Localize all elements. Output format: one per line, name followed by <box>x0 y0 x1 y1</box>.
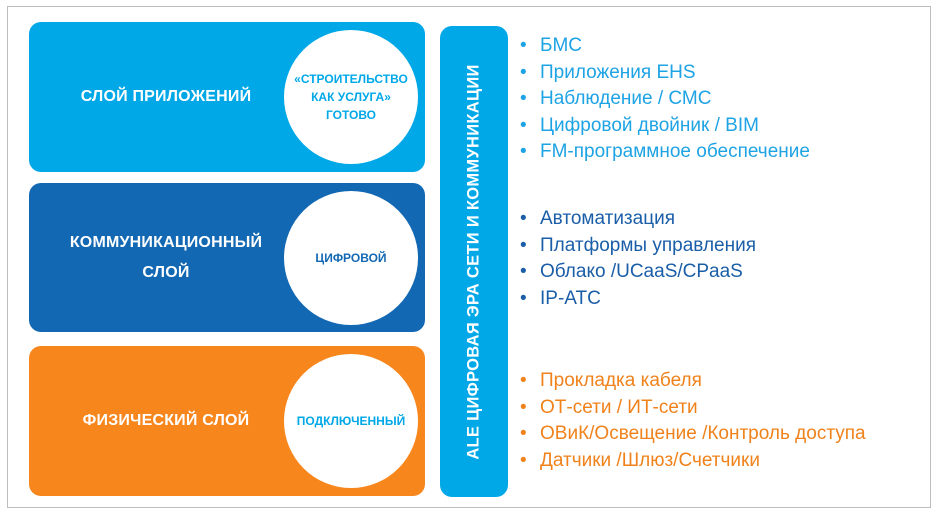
list-item: Приложения EHS <box>520 60 810 87</box>
application-layer-band: СЛОЙ ПРИЛОЖЕНИЙ «СТРОИТЕЛЬСТВО КАК УСЛУГ… <box>29 22 425 172</box>
ale-pillar: ALE ЦИФРОВАЯ ЭРА СЕТИ И КОММУНИКАЦИИ <box>440 26 508 497</box>
list-item: БМС <box>520 33 810 60</box>
list-item: ОВиК/Освещение /Контроль доступа <box>520 421 866 448</box>
physical-list: Прокладка кабеля ОТ-сети / ИТ-сети ОВиК/… <box>520 368 866 474</box>
list-item: Автоматизация <box>520 206 756 233</box>
communication-layer-band: КОММУНИКАЦИОННЫЙ СЛОЙ ЦИФРОВОЙ <box>29 183 425 332</box>
list-item: Цифровой двойник / BIM <box>520 113 810 140</box>
communication-layer-circle: ЦИФРОВОЙ <box>284 191 418 325</box>
list-item: Облако /UCaaS/CPaaS <box>520 259 756 286</box>
application-list: БМС Приложения EHS Наблюдение / СМС Цифр… <box>520 33 810 166</box>
application-layer-label: СЛОЙ ПРИЛОЖЕНИЙ <box>80 88 252 105</box>
communication-list: Автоматизация Платформы управления Облак… <box>520 206 756 312</box>
communication-layer-label: КОММУНИКАЦИОННЫЙ СЛОЙ <box>69 233 263 281</box>
ale-pillar-text: ALE ЦИФРОВАЯ ЭРА СЕТИ И КОММУНИКАЦИИ <box>464 63 483 460</box>
application-layer-circle: «СТРОИТЕЛЬСТВО КАК УСЛУГА» ГОТОВО <box>284 30 418 164</box>
list-item: ОТ-сети / ИТ-сети <box>520 395 866 422</box>
list-item: Наблюдение / СМС <box>520 86 810 113</box>
physical-layer-band: ФИЗИЧЕСКИЙ СЛОЙ ПОДКЛЮЧЕННЫЙ <box>29 346 425 496</box>
list-item: Датчики /Шлюз/Счетчики <box>520 448 866 475</box>
list-item: IP-АТС <box>520 286 756 313</box>
physical-layer-circle: ПОДКЛЮЧЕННЫЙ <box>284 354 418 488</box>
list-item: FM-программное обеспечение <box>520 139 810 166</box>
physical-layer-label: ФИЗИЧЕСКИЙ СЛОЙ <box>82 412 250 429</box>
list-item: Платформы управления <box>520 233 756 260</box>
list-item: Прокладка кабеля <box>520 368 866 395</box>
